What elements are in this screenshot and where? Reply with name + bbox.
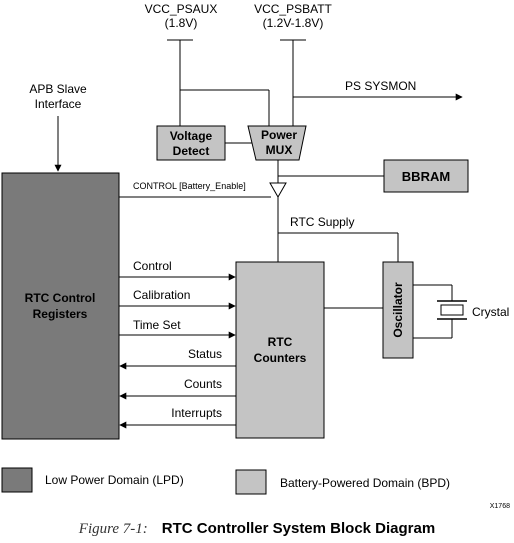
figure-number: Figure 7-1: — [78, 521, 148, 537]
status-signal-label: Status — [188, 347, 222, 361]
legend-lpd-swatch — [1, 467, 33, 493]
rtc-supply-label: RTC Supply — [290, 215, 354, 229]
bbram-block — [383, 159, 469, 193]
voltage-detect-label-line1: Voltage — [170, 129, 213, 143]
time-set-signal-label: Time Set — [133, 318, 181, 332]
power-mux-block — [247, 125, 307, 161]
legend-lpd-label: Low Power Domain (LPD) — [45, 473, 184, 487]
rtc-control-registers-label-line2: Registers — [33, 307, 88, 321]
rtc-block-diagram: VCC_PSAUX (1.8V) VCC_PSBATT (1.2V-1.8V) … — [1, 2, 510, 510]
ps-sysmon-label: PS SYSMON — [345, 79, 416, 93]
apb-label-line2: Interface — [35, 97, 82, 111]
vcc-psbatt-label: VCC_PSBATT — [254, 2, 332, 16]
control-signal-label: Control — [133, 259, 172, 273]
power-mux-label-line1: Power — [261, 128, 297, 142]
vcc-psbatt-voltage: (1.2V-1.8V) — [263, 16, 324, 30]
legend-bpd-label: Battery-Powered Domain (BPD) — [280, 476, 450, 490]
oscillator-label: Oscillator — [391, 282, 405, 338]
figure-code: X1768 — [490, 503, 510, 510]
figure-caption: Figure 7-1: RTC Controller System Block D… — [0, 520, 514, 538]
voltage-detect-label-line2: Detect — [173, 144, 210, 158]
control-battery-enable-label: CONTROL [Battery_Enable] — [133, 181, 246, 191]
figure-title: RTC Controller System Block Diagram — [161, 520, 436, 537]
rtc-counters-label-line2: Counters — [254, 351, 307, 365]
rtc-counters-block — [235, 261, 325, 439]
crystal-label: Crystal — [472, 305, 509, 319]
rtc-counters-label-line1: RTC — [268, 335, 293, 349]
rtc-control-registers-label-line1: RTC Control — [25, 291, 96, 305]
calibration-signal-label: Calibration — [133, 288, 190, 302]
interrupts-signal-label: Interrupts — [171, 406, 222, 420]
battery-enable-switch — [269, 182, 287, 199]
bbram-label: BBRAM — [402, 169, 450, 184]
vcc-psaux-label: VCC_PSAUX — [145, 2, 218, 16]
legend-bpd-swatch — [235, 469, 267, 495]
apb-label-line1: APB Slave — [29, 82, 87, 96]
oscillator-block — [382, 261, 414, 359]
crystal-body — [440, 304, 464, 316]
power-mux-label-line2: MUX — [266, 143, 293, 157]
rtc-control-registers-block — [1, 172, 120, 440]
vcc-psaux-voltage: (1.8V) — [165, 16, 198, 30]
counts-signal-label: Counts — [184, 377, 222, 391]
